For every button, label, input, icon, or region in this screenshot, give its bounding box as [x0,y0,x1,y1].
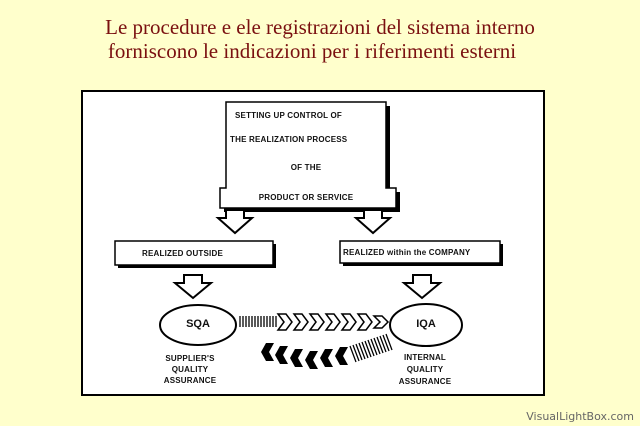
right-box-label: REALIZED within the COMPANY [343,248,471,257]
arrow-down-iqa [401,274,443,300]
arrow-down-right [353,209,393,235]
hatched-band-return [349,333,393,363]
sqa-caption-line-3: ASSURANCE [163,376,217,385]
slide-title-line-1: Le procedure e ele registrazioni del sis… [105,15,535,39]
right-box [339,240,501,264]
sqa-caption-line-2: QUALITY [171,365,209,374]
arrow-down-left [215,209,255,235]
backward-chevrons [261,343,348,369]
hatched-band-forward [238,316,278,327]
top-box-line-1: SETTING UP CONTROL OF [235,111,343,120]
top-box [219,101,397,209]
top-box-line-4: PRODUCT OR SERVICE [258,193,354,202]
sqa-caption-line-1: SUPPLIER'S [165,354,215,363]
iqa-caption-line-2: QUALITY [406,365,444,374]
slide-title-line-2: forniscono le indicazioni per i riferime… [107,39,517,63]
top-box-line-3: OF THE [290,163,322,172]
left-box-label: REALIZED OUTSIDE [142,249,223,258]
forward-chevrons [276,313,390,331]
iqa-caption-line-3: ASSURANCE [398,377,452,386]
iqa-ellipse [389,303,463,347]
arrow-down-sqa [172,274,214,300]
iqa-label: IQA [416,318,436,330]
iqa-caption-line-1: INTERNAL [403,353,447,362]
sqa-ellipse [159,304,237,346]
top-box-line-2: THE REALIZATION PROCESS [230,135,348,144]
watermark: VisualLightBox.com [526,410,634,423]
sqa-label: SQA [186,318,210,330]
left-box [114,240,274,266]
